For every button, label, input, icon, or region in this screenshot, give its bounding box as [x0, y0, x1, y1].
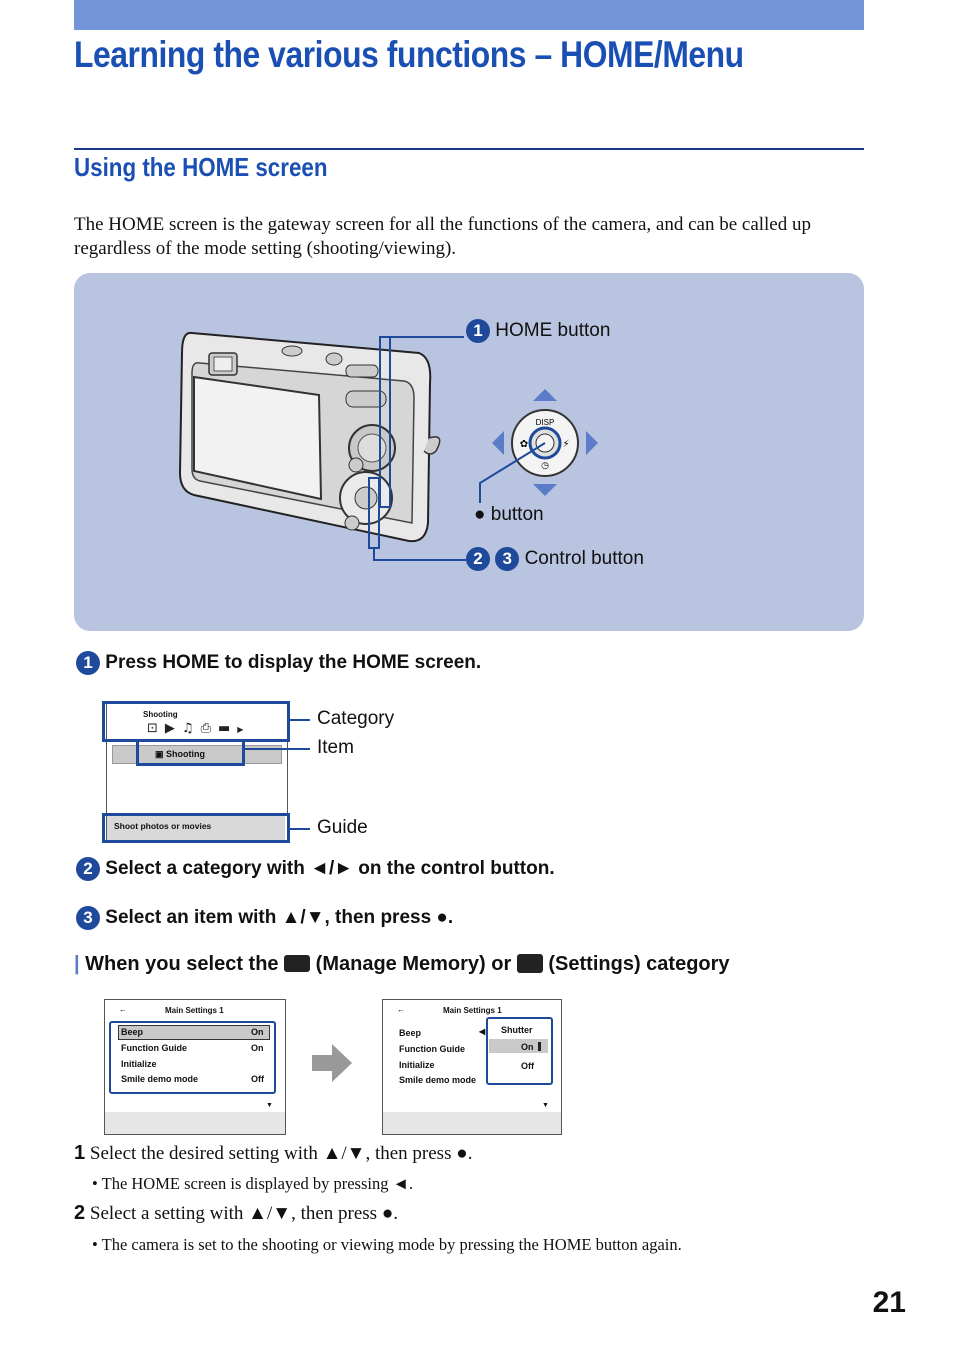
manage-memory-icon	[284, 955, 311, 972]
settings-menu-screen-right: ← Main Settings 1 Beep Function Guide In…	[382, 999, 562, 1135]
instruction-number: 1	[74, 1142, 86, 1164]
instruction-text: Select the desired setting with ▲/▼, the…	[89, 1143, 473, 1164]
page-title: Learning the various functions – HOME/Me…	[74, 34, 744, 75]
note-text: The HOME screen is displayed by pressing…	[101, 1174, 414, 1193]
popup-option: On	[521, 1042, 534, 1052]
menu-row-label: Initialize	[121, 1059, 157, 1069]
popup-title: Shutter	[501, 1025, 533, 1035]
category-highlight	[102, 701, 290, 742]
music-icon: ♫	[181, 721, 201, 736]
svg-text:✿: ✿	[520, 439, 528, 450]
bullet: •	[92, 1174, 98, 1193]
menu-header: Main Settings 1	[165, 1006, 224, 1015]
back-arrow-icon: ←	[119, 1005, 127, 1014]
instruction-1-note: • The HOME screen is displayed by pressi…	[92, 1174, 413, 1194]
camera-icon: ⊡	[147, 721, 165, 736]
menu-header: Main Settings 1	[443, 1006, 502, 1015]
category-callout: Category	[317, 708, 395, 729]
step-2: 2 Select a category with ◄/► on the cont…	[76, 857, 555, 881]
camera-body-icon	[178, 331, 441, 543]
popup-left-arrow-icon: ◀	[479, 1027, 486, 1036]
guide-callout: Guide	[317, 817, 368, 838]
category-icons: ⊡▶♫⎙▬▶	[147, 721, 250, 736]
step-number-badge: 1	[466, 319, 490, 343]
home-button-callout: 1 HOME button	[466, 319, 610, 343]
instruction-1: 1 Select the desired setting with ▲/▼, t…	[74, 1142, 472, 1165]
home-button-label: HOME button	[495, 320, 611, 341]
print-icon: ⎙	[200, 721, 218, 736]
page-number: 21	[872, 1286, 906, 1319]
svg-text:DISP: DISP	[536, 418, 555, 427]
center-button-callout: ● button	[474, 504, 544, 526]
menu-row-value: On	[251, 1027, 264, 1037]
menu-row-label: Smile demo mode	[121, 1074, 199, 1084]
menu-row-value: On	[251, 1043, 264, 1053]
step-3: 3 Select an item with ▲/▼, then press ●.	[76, 906, 453, 930]
menu-list-frame	[109, 1021, 276, 1094]
settings-toolbox-icon	[516, 954, 543, 973]
svg-text:⚡: ⚡	[562, 439, 569, 450]
step-2-text: Select a category with ◄/► on the contro…	[105, 858, 555, 879]
category-title: Shooting	[143, 710, 178, 719]
popup-option: Off	[521, 1061, 534, 1071]
header-bar	[74, 0, 864, 30]
guide-highlight	[102, 813, 290, 843]
play-icon: ▶	[164, 721, 182, 736]
popup-selection	[489, 1039, 548, 1053]
subsection-heading: | When you select the (Manage Memory) or…	[74, 953, 730, 975]
item-label: ▣ Shooting	[155, 749, 206, 759]
instruction-2-note: • The camera is set to the shooting or v…	[92, 1235, 682, 1255]
control-button-callout: 2 3 Control button	[466, 547, 644, 571]
center-dot-icon: ●	[474, 504, 486, 525]
step-number-badge: 1	[76, 651, 100, 675]
back-arrow-icon: ←	[397, 1005, 405, 1014]
cursor-bar	[538, 1042, 541, 1051]
step-number-badge: 2	[76, 857, 100, 881]
control-button-label: Control button	[524, 548, 644, 569]
category-leader	[290, 719, 310, 721]
item-highlight	[136, 739, 245, 766]
menu-row-label: Beep	[121, 1027, 144, 1037]
menu-row-label: Beep	[399, 1028, 422, 1038]
guide-leader	[290, 828, 310, 830]
step-number-badge: 2	[466, 547, 490, 571]
svg-text:◷: ◷	[541, 461, 549, 471]
center-button-label: button	[490, 504, 544, 525]
item-callout: Item	[317, 737, 354, 758]
scroll-down-icon: ▼	[542, 1102, 549, 1109]
chevron-right-icon: ▶	[237, 725, 251, 734]
section-rule	[74, 148, 864, 150]
camera-illustration: DISP ✿ ⚡ ◷	[178, 331, 598, 561]
step-1: 1 Press HOME to display the HOME screen.	[76, 651, 481, 675]
item-leader	[245, 748, 310, 750]
section-heading: Using the HOME screen	[74, 152, 328, 182]
menu-selection	[118, 1025, 270, 1040]
scroll-down-icon: ▼	[266, 1102, 273, 1109]
step-number-badge: 3	[495, 547, 520, 571]
menu-row-label: Function Guide	[121, 1043, 187, 1053]
guide-text: Shoot photos or movies	[114, 821, 212, 831]
instruction-text: Select a setting with ▲/▼, then press ●.	[89, 1203, 399, 1224]
transition-arrow-icon	[312, 1044, 352, 1082]
menu-row-label: Smile demo mode	[399, 1075, 477, 1085]
menu-row-value: Off	[251, 1074, 264, 1084]
menu-row-label: Function Guide	[399, 1044, 465, 1054]
instruction-number: 2	[74, 1202, 86, 1224]
bullet: •	[92, 1235, 98, 1254]
step-number-badge: 3	[76, 906, 100, 930]
menu-row-label: Initialize	[399, 1060, 435, 1070]
memory-icon: ▬	[217, 721, 238, 736]
home-screen-mock: Shooting ⊡▶♫⎙▬▶ ▣ Shooting Shoot photos …	[106, 703, 288, 843]
subsection-marker: |	[74, 953, 80, 975]
step-1-text: Press HOME to display the HOME screen.	[105, 652, 482, 673]
control-pad-icon: DISP ✿ ⚡ ◷	[492, 389, 598, 496]
instruction-2: 2 Select a setting with ▲/▼, then press …	[74, 1202, 398, 1225]
step-3-text: Select an item with ▲/▼, then press ●.	[105, 907, 454, 928]
settings-menu-screen-left: ← Main Settings 1 Beep On Function Guide…	[104, 999, 286, 1135]
note-text: The camera is set to the shooting or vie…	[101, 1235, 682, 1254]
guide-bar	[107, 816, 285, 840]
intro-paragraph: The HOME screen is the gateway screen fo…	[74, 214, 811, 259]
camera-icon: ▣	[155, 749, 167, 759]
